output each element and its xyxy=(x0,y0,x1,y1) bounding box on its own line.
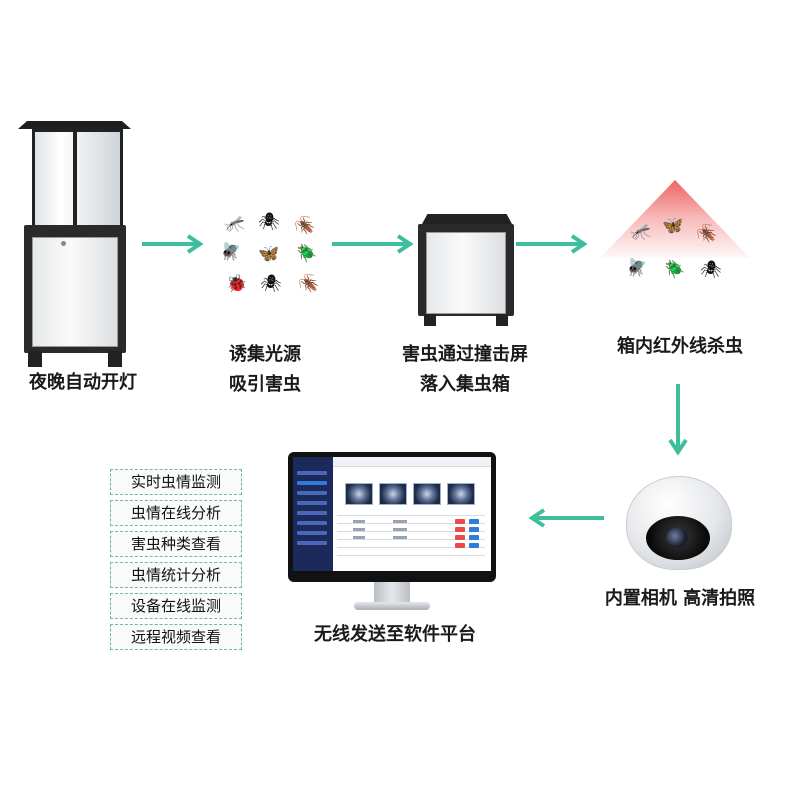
monitor-illustration xyxy=(288,452,498,617)
light-chamber xyxy=(32,129,123,231)
platform-topbar xyxy=(333,457,491,467)
feature-statistics: 虫情统计分析 xyxy=(110,562,242,588)
spider-icon: 🕷 xyxy=(700,260,722,280)
step-label-impact-2: 落入集虫箱 xyxy=(420,374,510,395)
feature-realtime-monitor: 实时虫情监测 xyxy=(110,469,242,495)
capture-thumbnail xyxy=(379,483,407,505)
platform-sidebar xyxy=(293,457,333,571)
flow-arrow-5 xyxy=(528,508,604,528)
cockroach-icon: 🪳 xyxy=(294,216,316,236)
moth-icon: 🦋 xyxy=(258,244,280,264)
cockroach-icon: 🪳 xyxy=(696,224,718,244)
flow-arrow-2 xyxy=(332,234,414,254)
step-label-camera: 内置相机 高清拍照 xyxy=(604,588,756,609)
fly-icon: 🪰 xyxy=(626,258,648,278)
dome-camera-illustration xyxy=(622,472,734,572)
moth-icon: 🦋 xyxy=(662,216,684,236)
fly-icon: 🪰 xyxy=(220,242,242,262)
trap-cabinet-door xyxy=(32,237,118,347)
monitor-stand xyxy=(374,582,410,602)
mosquito-icon: 🦟 xyxy=(630,222,652,242)
capture-thumbnail xyxy=(345,483,373,505)
step-label-light-attract-2: 吸引害虫 xyxy=(229,374,301,395)
trap-roof xyxy=(18,121,131,129)
spider-icon: 🕷 xyxy=(258,212,280,232)
capture-thumbnail xyxy=(447,483,475,505)
spider-icon: 🕷 xyxy=(260,274,282,294)
feature-remote-video: 远程视频查看 xyxy=(110,624,242,650)
flow-arrow-1 xyxy=(142,234,204,254)
collection-box-illustration xyxy=(418,214,518,329)
beetle-icon: 🪲 xyxy=(664,260,686,280)
infrared-illustration: 🦟 🦋 🪳 🪰 🪲 🕷 xyxy=(600,180,750,300)
capture-thumbnail xyxy=(413,483,441,505)
cockroach-icon: 🪳 xyxy=(298,274,320,294)
mosquito-icon: 🦟 xyxy=(224,214,246,234)
step-label-impact-1: 害虫通过撞击屏 xyxy=(402,344,528,365)
beetle-icon: 🪲 xyxy=(296,244,318,264)
step-label-auto-light: 夜晚自动开灯 xyxy=(29,372,137,393)
beetle-icon: 🐞 xyxy=(226,274,248,294)
flow-arrow-4 xyxy=(668,384,688,456)
feature-species-view: 害虫种类查看 xyxy=(110,531,242,557)
insect-collage: 🦟 🕷 🪳 🪰 🦋 🪲 🐞 🕷 🪳 xyxy=(218,212,328,300)
trap-device-illustration xyxy=(18,115,133,370)
feature-online-analysis: 虫情在线分析 xyxy=(110,500,242,526)
feature-device-monitor: 设备在线监测 xyxy=(110,593,242,619)
flow-arrow-3 xyxy=(516,234,588,254)
step-label-wireless: 无线发送至软件平台 xyxy=(314,624,476,645)
monitor-base xyxy=(354,602,430,610)
step-label-light-attract-1: 诱集光源 xyxy=(229,344,301,365)
platform-screen xyxy=(293,457,491,571)
step-label-infrared: 箱内红外线杀虫 xyxy=(617,336,743,357)
